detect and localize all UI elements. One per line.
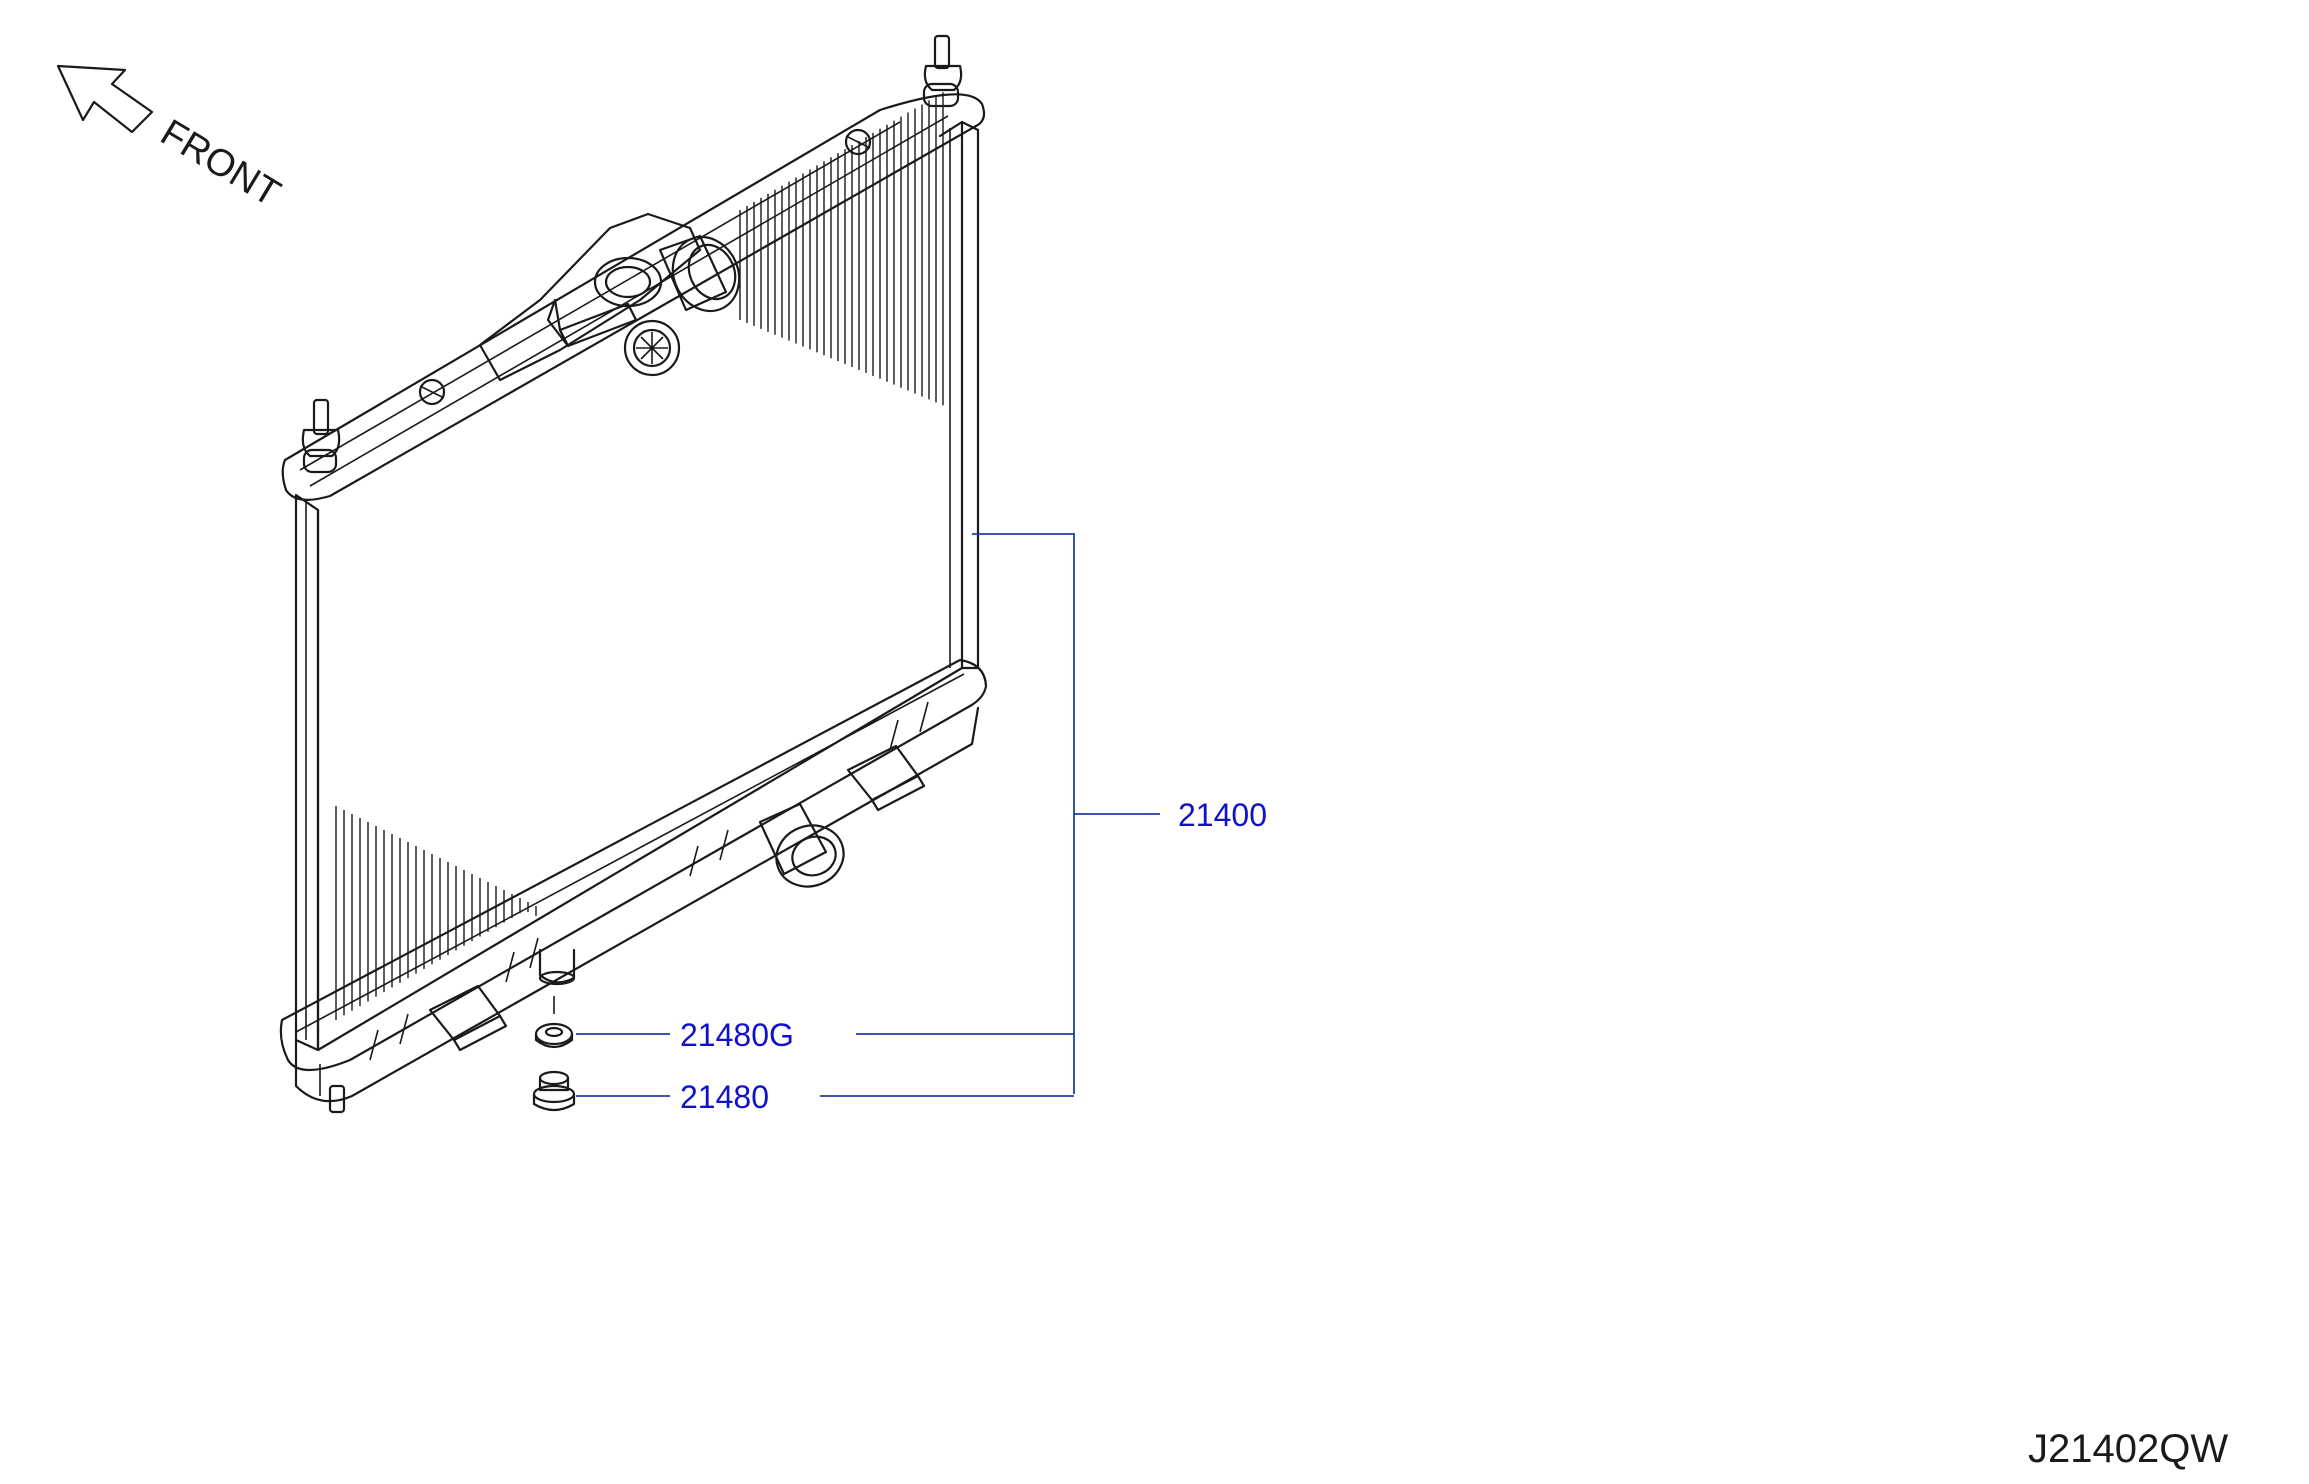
overflow-nipple <box>546 298 638 348</box>
drain-plug-gasket <box>534 996 574 1049</box>
lower-bracket-left <box>428 984 508 1052</box>
lower-tank <box>279 658 988 1071</box>
callout-radiator[interactable]: 21400 <box>1178 797 1267 833</box>
upper-hose-inlet <box>658 234 741 313</box>
core-fins-lower <box>335 806 537 1020</box>
lower-bracket-right <box>846 744 926 812</box>
mounting-pin-upper-left <box>301 398 341 474</box>
front-label: FRONT <box>153 112 287 215</box>
diagram-code: J21402QW <box>2028 1427 2228 1471</box>
drain-boss <box>538 948 576 986</box>
mounting-pin-upper-right <box>922 34 963 108</box>
mounting-pin-lower-left <box>328 1084 346 1114</box>
leader-radiator <box>972 533 1160 1094</box>
core-fins-upper <box>739 92 944 406</box>
radiator-assembly <box>279 34 988 1114</box>
callout-drain-plug-gasket[interactable]: 21480G <box>680 1017 794 1053</box>
front-arrow-icon <box>56 64 154 134</box>
radiator-cap <box>593 256 663 308</box>
upper-tank <box>281 93 986 501</box>
drain-plug <box>532 1070 576 1112</box>
filler-neck-housing <box>478 212 702 382</box>
radiator-core-frame <box>294 493 320 1052</box>
leader-lines <box>576 533 1160 1097</box>
front-indicator: FRONT <box>56 64 287 215</box>
filler-cap-front <box>623 319 681 377</box>
lower-hose-outlet <box>758 802 845 888</box>
callout-drain-plug[interactable]: 21480 <box>680 1079 769 1115</box>
